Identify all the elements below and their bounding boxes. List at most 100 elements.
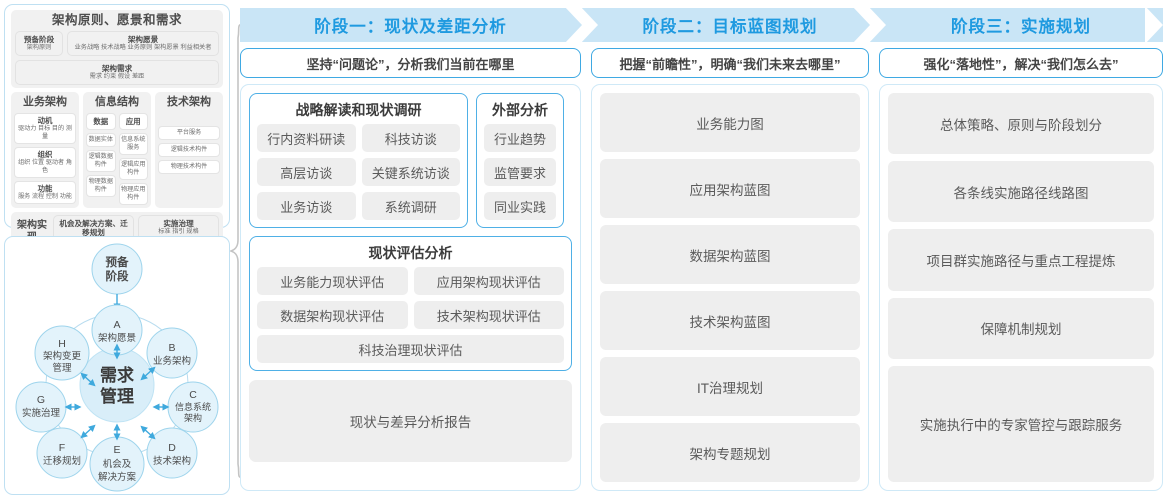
- phases-area: 阶段一：现状及差距分析 坚持“问题论”，分析我们当前在哪里 战略解读和现状调研 …: [240, 4, 1163, 495]
- adm-node-center: [79, 347, 155, 423]
- adm-node-h: [34, 325, 90, 381]
- card-heading: 外部分析: [492, 102, 548, 118]
- phase-2-column: 阶段二：目标蓝图规划 把握“前瞻性”，明确“我们未来去哪里” 业务能力图 应用架…: [591, 4, 869, 495]
- phase-2-title: 阶段二：目标蓝图规划: [642, 18, 818, 36]
- list-item[interactable]: 实施执行中的专家管控与跟踪服务: [888, 365, 1154, 482]
- tile-item[interactable]: 应用架构现状评估: [413, 267, 564, 295]
- phase-1-title: 阶段一：现状及差距分析: [314, 18, 507, 36]
- domain-title: 业务架构: [23, 96, 67, 108]
- chip-items: 物理应用构件: [121, 186, 146, 201]
- list-item[interactable]: 项目群实施路径与重点工程提炼: [888, 229, 1154, 291]
- box-items: 标准 指引 规格: [158, 228, 199, 235]
- card-row: 业务能力现状评估 应用架构现状评估: [257, 267, 564, 295]
- tile-item[interactable]: 行业趋势: [484, 124, 556, 152]
- adm-node-a-label: 架构愿景: [98, 332, 136, 344]
- tile-item[interactable]: 高层访谈: [257, 158, 356, 186]
- phase-3-column: 阶段三：实施规划 强化“落地性”，解决“我们怎么去” 总体策略、原则与阶段划分 …: [879, 4, 1163, 495]
- adm-center-line2: 管理: [100, 386, 134, 406]
- chip-items: 物理数据构件: [88, 178, 113, 193]
- chip-head: 动机: [37, 116, 53, 125]
- phase-1-subtitle[interactable]: 坚持“问题论”，分析我们当前在哪里: [240, 48, 581, 78]
- organization-chip: 组织 组织 位置 驱动者 角色: [14, 147, 76, 178]
- list-item[interactable]: 业务能力图: [600, 93, 860, 152]
- preliminary-phase-box: 预备阶段 架构原则: [15, 31, 63, 56]
- adm-node-c-label2: 架构: [184, 412, 202, 423]
- chip-head: 组织: [37, 150, 53, 159]
- chip-items: 组织 位置 驱动者 角色: [18, 159, 72, 174]
- phase-3-subtitle[interactable]: 强化“落地性”，解决“我们怎么去”: [879, 48, 1163, 78]
- section-title: 架构原则、愿景和需求: [51, 13, 182, 27]
- adm-node-g: [15, 381, 67, 433]
- tile-item[interactable]: 行内资料研读: [257, 124, 356, 152]
- tile-item[interactable]: 数据架构现状评估: [257, 301, 408, 329]
- box-head: 预备阶段: [23, 35, 55, 44]
- adm-node-preliminary: [91, 243, 143, 295]
- tile-item[interactable]: 关键系统访谈: [361, 158, 460, 186]
- adm-node-g-key: G: [37, 394, 45, 406]
- chip-head: 应用: [125, 117, 141, 126]
- phase-header-chevron-band: [240, 8, 1163, 42]
- tile-item[interactable]: 业务访谈: [257, 192, 356, 220]
- tile-item[interactable]: 技术架构现状评估: [413, 301, 564, 329]
- architecture-domains-row: 业务架构 动机 驱动力 目标 目的 测量 组织 组织 位置 驱动者 角色 功能 …: [11, 92, 223, 208]
- box-head: 机会及解决方案、迁移规划: [59, 219, 128, 237]
- chip-items: 驱动力 目标 目的 测量: [18, 125, 72, 140]
- phase-1-body: 战略解读和现状调研 行内资料研读 科技访谈 高层访谈 关键系统访谈 业务访谈 系…: [240, 84, 581, 491]
- box-head: 架构需求: [101, 64, 133, 73]
- phase-2-body: 业务能力图 应用架构蓝图 数据架构蓝图 技术架构蓝图 IT治理规划 架构专题规划: [591, 84, 869, 491]
- gap-analysis-report-tile[interactable]: 现状与差异分析报告: [249, 380, 572, 462]
- physical-technology-component-chip: 物理技术构件: [158, 160, 220, 174]
- tile-item[interactable]: 科技治理现状评估: [257, 335, 564, 363]
- business-architecture-domain: 业务架构 动机 驱动力 目标 目的 测量 组织 组织 位置 驱动者 角色 功能 …: [11, 92, 79, 208]
- adm-arrow-h: [80, 372, 96, 387]
- box-items: 需求 约束 假设 差距: [89, 73, 145, 80]
- phase-3-item-list: 总体策略、原则与阶段划分 各条线实施路径线路图 项目群实施路径与重点工程提炼 保…: [888, 93, 1154, 482]
- list-item[interactable]: 应用架构蓝图: [600, 159, 860, 218]
- phase-2-item-list: 业务能力图 应用架构蓝图 数据架构蓝图 技术架构蓝图 IT治理规划 架构专题规划: [600, 93, 860, 482]
- adm-node-d: [146, 427, 198, 479]
- data-entity-chip: 数据实体: [86, 133, 116, 147]
- motivation-chip: 动机 驱动力 目标 目的 测量: [14, 113, 76, 144]
- phase-2-subtitle[interactable]: 把握“前瞻性”，明确“我们未来去哪里”: [591, 48, 869, 78]
- adm-cycle-panel: 预备 阶段 需求 管理 A 架构愿景 B 业务架构 C: [4, 236, 230, 495]
- tile-item[interactable]: 业务能力现状评估: [257, 267, 408, 295]
- card-heading: 现状评估分析: [368, 245, 453, 261]
- list-item[interactable]: 保障机制规划: [888, 297, 1154, 359]
- adm-node-h-key: H: [58, 338, 66, 350]
- chip-head: 功能: [37, 184, 53, 193]
- box-head: 架构愿景: [127, 35, 159, 44]
- architecture-requirements-box: 架构需求 需求 约束 假设 差距: [15, 60, 219, 85]
- list-item[interactable]: 架构专题规划: [600, 423, 860, 482]
- list-item[interactable]: 总体策略、原则与阶段划分: [888, 93, 1154, 155]
- logical-technology-component-chip: 逻辑技术构件: [158, 143, 220, 157]
- box-head: 实施治理: [163, 219, 194, 228]
- tile-item[interactable]: 科技访谈: [361, 124, 460, 152]
- card-row: 高层访谈 关键系统访谈: [257, 158, 460, 186]
- card-heading: 战略解读和现状调研: [295, 102, 422, 118]
- adm-node-f-label: 迁移规划: [43, 455, 81, 467]
- chip-head: 数据: [93, 117, 109, 126]
- phase-1-column: 阶段一：现状及差距分析 坚持“问题论”，分析我们当前在哪里 战略解读和现状调研 …: [240, 4, 581, 495]
- chip-items: 服务 流程 控制 功能: [18, 193, 72, 200]
- platform-service-chip: 平台服务: [158, 126, 220, 140]
- adm-node-a-key: A: [113, 319, 120, 331]
- chip-items: 信息系统服务: [121, 136, 146, 151]
- adm-node-b: [146, 327, 198, 379]
- adm-node-c-key: C: [189, 389, 197, 401]
- list-item[interactable]: 各条线实施路径线路图: [888, 161, 1154, 223]
- physical-data-component-chip: 物理数据构件: [86, 175, 116, 197]
- data-column-head: 数据: [86, 113, 116, 130]
- chip-items: 物理技术构件: [170, 163, 208, 170]
- tile-item[interactable]: 监管要求: [484, 158, 556, 186]
- chip-items: 逻辑应用构件: [121, 161, 146, 176]
- tile-item[interactable]: 同业实践: [484, 192, 556, 220]
- adm-node-f: [36, 427, 88, 479]
- card-row: 监管要求: [484, 158, 556, 186]
- tile-item[interactable]: 系统调研: [361, 192, 460, 220]
- list-item[interactable]: 技术架构蓝图: [600, 291, 860, 350]
- information-system-service-chip: 信息系统服务: [118, 133, 148, 155]
- card-row: 科技治理现状评估: [257, 335, 564, 363]
- list-item[interactable]: IT治理规划: [600, 357, 860, 416]
- list-item[interactable]: 数据架构蓝图: [600, 225, 860, 284]
